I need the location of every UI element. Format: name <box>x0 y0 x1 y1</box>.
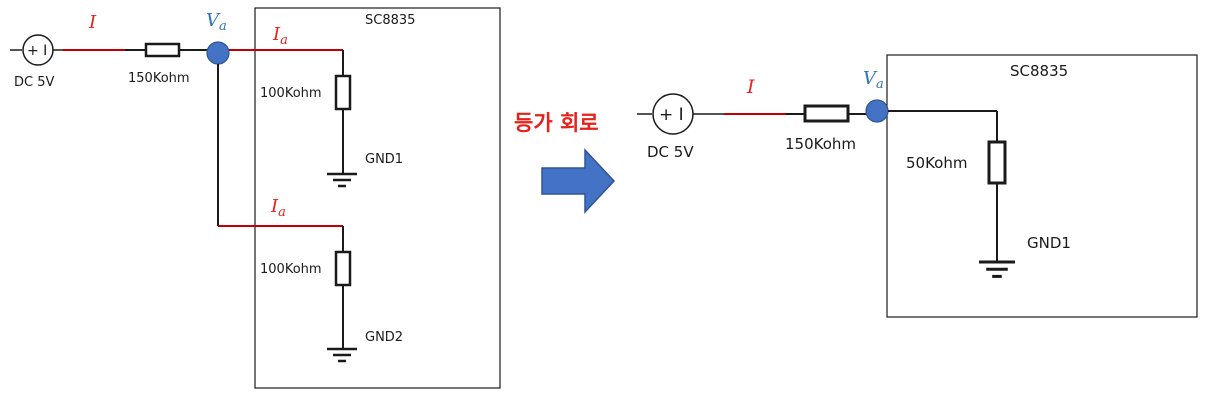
right-arrow-icon <box>541 148 616 214</box>
left-source-label: DC 5V <box>14 75 54 90</box>
left-ground-1-icon <box>325 172 359 188</box>
right-source-label: DC 5V <box>647 143 694 161</box>
right-series-resistor-label: 150Kohm <box>785 135 856 153</box>
right-ic-box <box>886 54 1198 318</box>
left-resistor-2-label: 100Kohm <box>260 262 322 277</box>
right-series-resistor <box>803 104 850 123</box>
left-ground-1-label: GND1 <box>365 152 403 167</box>
left-ground-2-label: GND2 <box>365 330 403 345</box>
left-series-resistor-label: 150Kohm <box>128 71 190 86</box>
left-resistor-2 <box>334 250 352 287</box>
right-resistor <box>987 140 1007 185</box>
left-ic-box <box>254 7 501 389</box>
right-ground-label: GND1 <box>1027 234 1071 252</box>
left-circuit: SC8835 + I DC 5V I 150Kohm Va Ia 100Kohm… <box>10 7 501 389</box>
right-node-va <box>865 99 889 123</box>
left-ground-2-icon <box>325 347 359 363</box>
left-source-symbol: + I <box>27 43 47 59</box>
transition: 등가 회로 <box>514 111 616 214</box>
left-resistor-1-label: 100Kohm <box>260 86 322 101</box>
left-node-voltage-label: Va <box>206 10 227 34</box>
right-resistor-label: 50Kohm <box>906 154 967 172</box>
right-main-current-label: I <box>746 76 755 98</box>
right-ground-icon <box>977 260 1017 278</box>
right-circuit: SC8835 + I DC 5V I 150Kohm Va 50Kohm GND… <box>637 54 1198 318</box>
right-ic-label: SC8835 <box>1010 62 1068 80</box>
left-ic-label: SC8835 <box>365 13 415 28</box>
right-source-symbol: + I <box>659 105 684 125</box>
left-main-current-label: I <box>88 12 97 33</box>
equivalent-circuit-label: 등가 회로 <box>514 111 599 135</box>
left-branch1-current-label: Ia <box>272 24 288 48</box>
left-resistor-1 <box>334 74 352 111</box>
left-branch2-current-label: Ia <box>270 196 286 220</box>
left-node-va <box>206 41 230 65</box>
right-node-voltage-label: Va <box>863 68 884 92</box>
left-series-resistor <box>144 42 181 58</box>
